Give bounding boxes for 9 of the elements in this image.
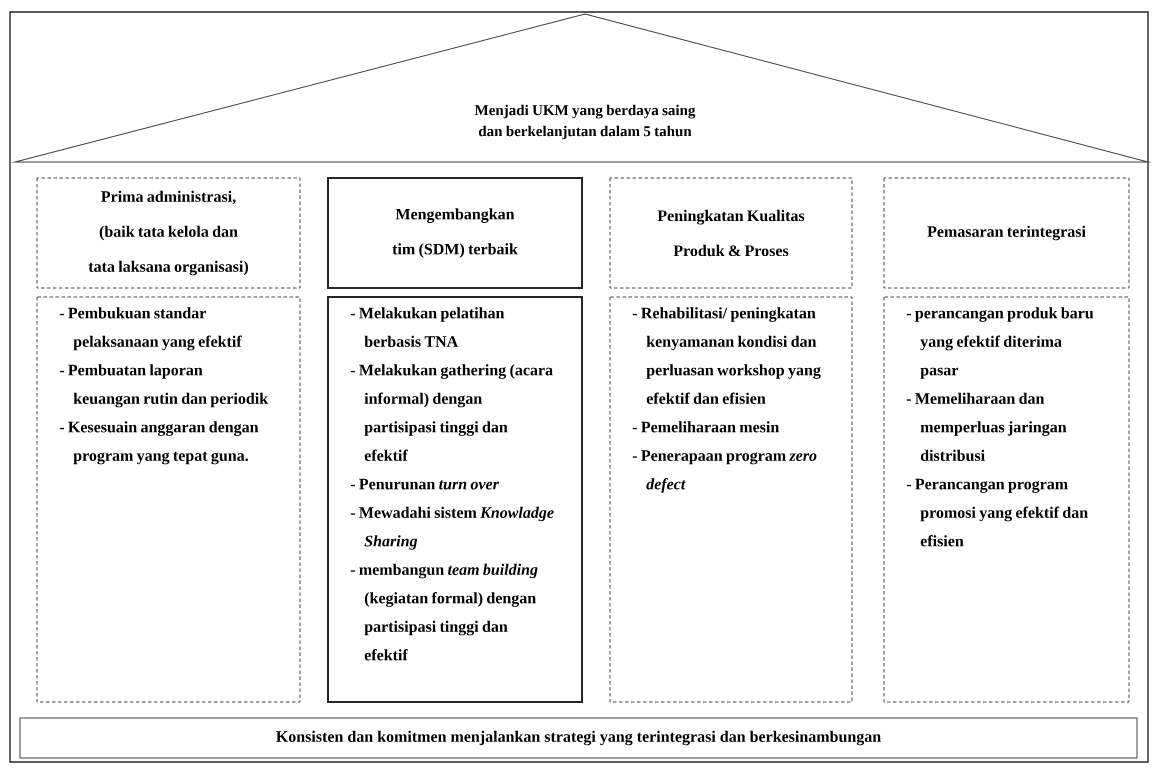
- bullet-list-box: - Pembukuan standar pelaksanaan yang efektif - Pembuatan laporan keuangan rutin dan periodik - Kesesuain anggaran dengan program yang tepat guna.: [36, 296, 301, 703]
- bullet-list-box: - Melakukan pelatihan berbasis TNA - Melakukan gathering (acara informal) dengan partisipasi tinggi dan efektif - Penurunan turn over - Mewadahi sistem Knowladge Sharing - membangun team building (kegiatan formal) dengan partisipasi tinggi dan efektif: [327, 296, 583, 703]
- pillar-heading-box: Peningkatan Kualitas Produk & Proses: [609, 177, 853, 289]
- pillar-heading-box: Prima administrasi, (baik tata kelola dan tata laksana organisasi): [36, 177, 301, 289]
- bullet-list-box: - Rehabilitasi/ peningkatan kenyamanan kondisi dan perluasan workshop yang efektif dan efisien - Pemeliharaan mesin - Penerapaan program zero defect: [609, 296, 853, 703]
- bullet-list-box: - perancangan produk baru yang efektif diterima pasar - Memeliharaan dan memperluas jaringan distribusi - Perancangan program promosi yang efektif dan efisien: [883, 296, 1130, 703]
- foundation-box: Konsisten dan komitmen menjalankan strategi yang terintegrasi dan berkesinambungan: [19, 717, 1138, 759]
- pillar-heading-box: Pemasaran terintegrasi: [883, 177, 1130, 289]
- pillar-heading-box: Mengembangkan tim (SDM) terbaik: [327, 177, 583, 289]
